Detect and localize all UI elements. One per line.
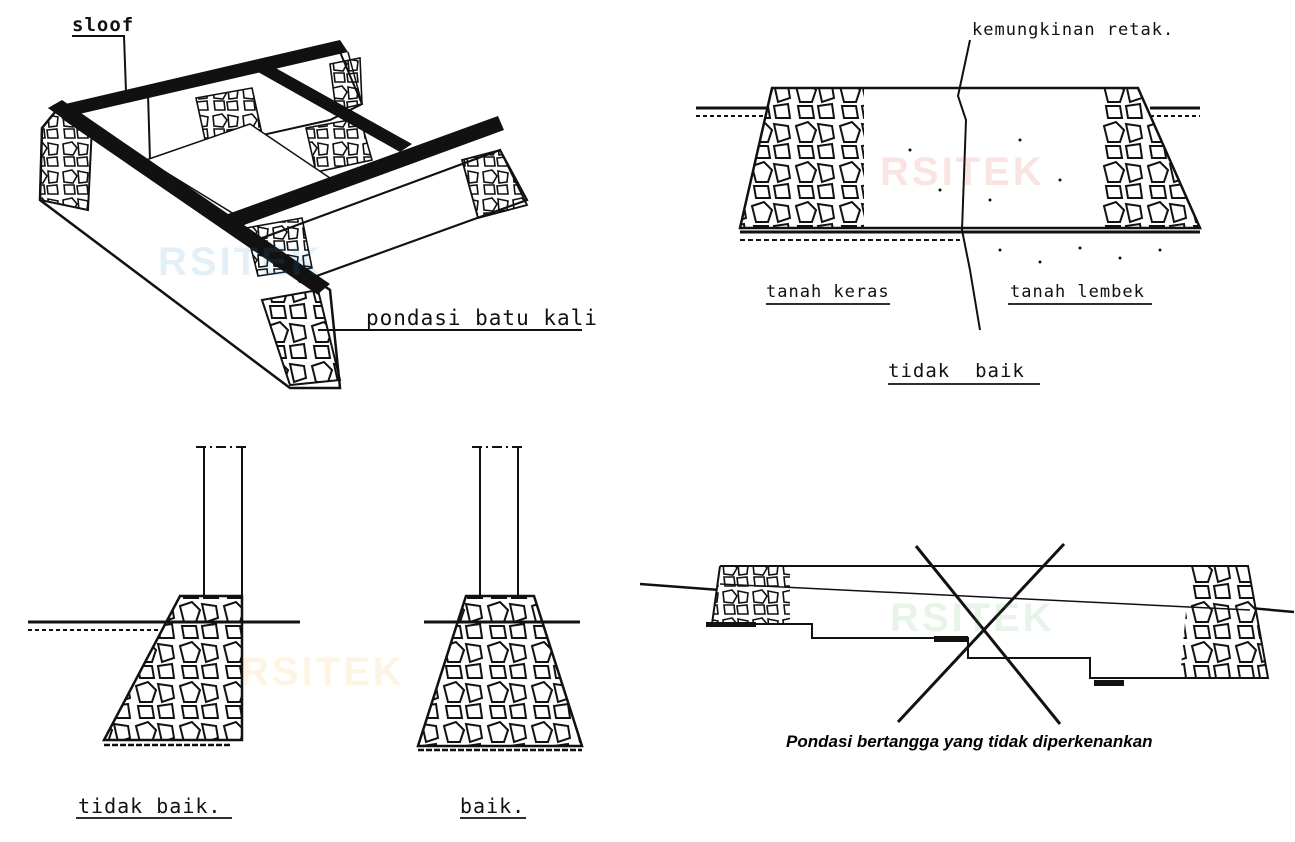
watermark-4: RSITEK xyxy=(890,596,1055,640)
soil-crack-drawing xyxy=(696,39,1202,385)
label-tanah-lembek: tanah lembek xyxy=(1010,282,1145,302)
label-kemungkinan-retak: kemungkinan retak. xyxy=(972,20,1175,40)
stepped-foundation-drawing xyxy=(639,542,1295,725)
sloof-beam-middle xyxy=(258,66,412,152)
sloof-perspective-drawing xyxy=(38,35,582,390)
foundation-end-stones xyxy=(260,288,342,387)
left-stone-fill xyxy=(740,88,864,228)
caption-stepped-foundation: Pondasi bertangga yang tidak diperkenank… xyxy=(786,732,1153,751)
label-tidak-baik-top: tidak baik xyxy=(888,360,1025,382)
watermark-3: RSITEK xyxy=(240,650,405,694)
watermark-1: RSITEK xyxy=(158,240,323,284)
label-tanah-keras: tanah keras xyxy=(766,282,890,302)
watermark-2: RSITEK xyxy=(880,150,1045,194)
section-tidak-baik xyxy=(28,446,300,819)
tidak-baik-foundation xyxy=(101,594,244,742)
sloof-leader-line xyxy=(72,35,127,93)
foundation-back-stones-2 xyxy=(305,117,374,173)
sloof-beam-left xyxy=(48,100,330,294)
stepped-right-stones xyxy=(1180,566,1268,678)
label-baik: baik. xyxy=(460,794,526,818)
baik-foundation xyxy=(416,594,584,748)
cross-line-1 xyxy=(914,545,1062,725)
label-sloof: sloof xyxy=(72,14,135,36)
foundation-right-stones xyxy=(460,148,529,220)
section-baik xyxy=(416,446,584,819)
right-stone-fill xyxy=(1100,88,1200,228)
sloof-beam-back xyxy=(48,40,348,118)
label-tidak-baik-bottom: tidak baik. xyxy=(78,794,222,818)
sloof-beam-right xyxy=(228,116,504,228)
label-pondasi-batu-kali: pondasi batu kali xyxy=(366,306,598,330)
crack-line xyxy=(956,39,981,331)
cross-line-2 xyxy=(896,542,1066,724)
stepped-left-stones xyxy=(712,566,790,624)
